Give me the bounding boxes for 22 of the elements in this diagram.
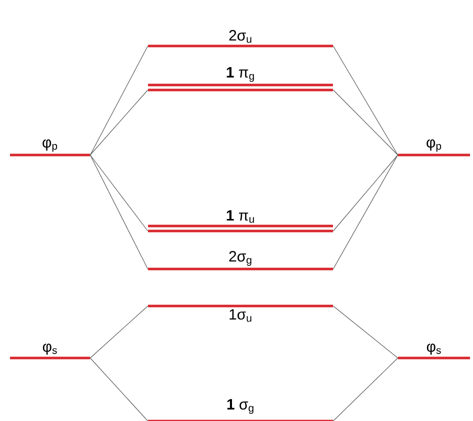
energy-level: 1σ$_{u}$ <box>148 304 333 322</box>
energy-level: φ$_{s}$ <box>10 344 90 360</box>
energy-level: 1 π$_{g}$ <box>148 67 333 92</box>
correlation-line <box>90 154 148 270</box>
energy-level: φ$_{s}$ <box>398 344 470 360</box>
energy-level: φ$_{p}$ <box>10 139 90 156</box>
correlation-line <box>332 46 398 156</box>
energy-level: 2σ$_{u}$ <box>148 30 333 48</box>
correlation-line <box>90 46 148 156</box>
correlation-line <box>332 358 398 421</box>
correlation-line <box>90 306 148 358</box>
energy-level: 1 σ$_{g}$ <box>148 399 333 421</box>
correlation-line <box>90 90 148 156</box>
energy-level: 2σ$_{g}$ <box>148 250 333 270</box>
correlation-line <box>332 154 398 232</box>
correlation-line <box>90 358 148 421</box>
energy-level: 1 π$_{u}$ <box>148 210 333 232</box>
energy-level: φ$_{p}$ <box>398 139 470 156</box>
correlation-line <box>332 306 398 358</box>
correlation-line <box>332 90 398 156</box>
correlation-line <box>90 154 148 232</box>
correlation-line <box>332 154 398 270</box>
